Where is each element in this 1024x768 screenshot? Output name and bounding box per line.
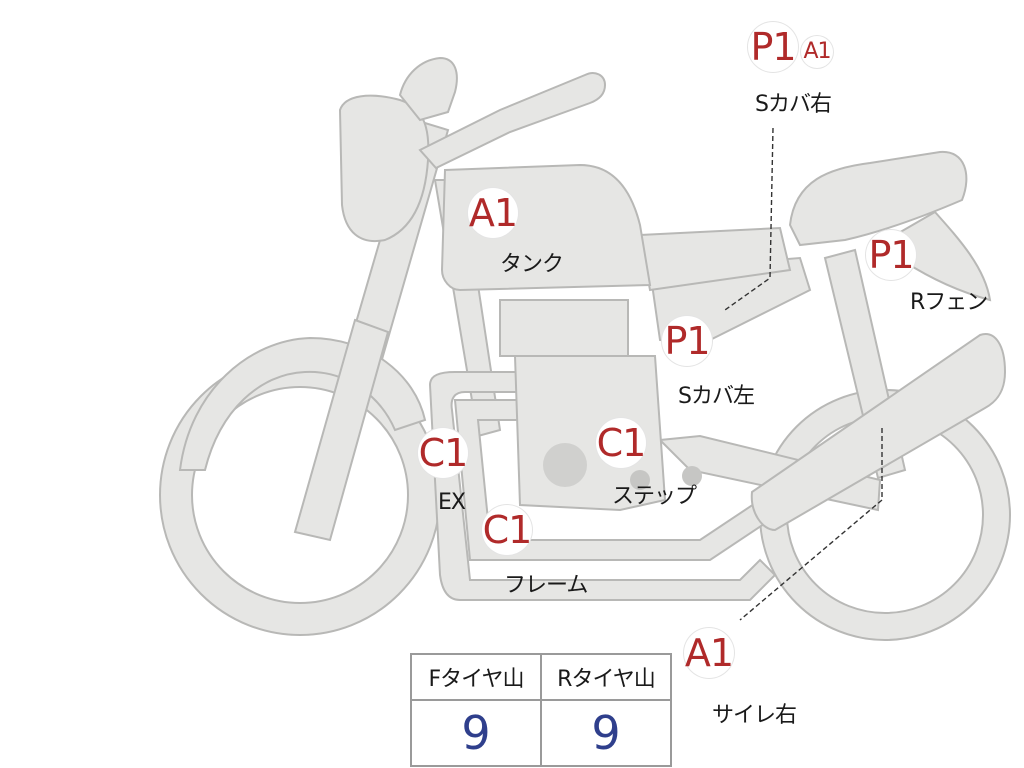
badge-p1-s-cover-right: P1	[748, 22, 798, 72]
seat	[788, 150, 968, 247]
rear-tire-value: 9	[540, 699, 672, 767]
badge-c1-step: C1	[596, 418, 646, 468]
tire-tread-table: Fタイヤ山 Rタイヤ山 9 9	[410, 653, 672, 767]
rear-tire-header: Rタイヤ山	[540, 653, 672, 701]
badge-p1-s-cover-left: P1	[662, 316, 712, 366]
label-s-cover-left: Sカバ左	[678, 384, 755, 409]
label-silencer-right: サイレ右	[712, 703, 797, 728]
front-tire-value: 9	[410, 699, 542, 767]
badge-a1-tank: A1	[468, 188, 518, 238]
engine-head	[499, 299, 629, 357]
leader-line-s-cover-right	[724, 127, 774, 311]
badge-a1-s-cover-right: A1	[801, 36, 833, 68]
headlight	[338, 94, 430, 243]
muffler	[750, 333, 1007, 532]
label-ex: EX	[438, 490, 466, 515]
step-peg-left	[630, 470, 650, 490]
engine-cover	[543, 443, 587, 487]
label-r-fender: Rフェン	[910, 290, 988, 315]
label-tank: タンク	[500, 252, 564, 277]
label-step: ステップ	[612, 484, 697, 509]
label-frame: フレーム	[504, 573, 588, 598]
mirror	[398, 56, 458, 122]
rear-fender	[888, 210, 992, 302]
front-tire-header: Fタイヤ山	[410, 653, 542, 701]
label-s-cover-right: Sカバ右	[755, 92, 832, 117]
fork-lower	[293, 318, 390, 542]
leader-line-silencer-right	[739, 428, 883, 621]
handlebar	[418, 72, 607, 170]
badge-c1-frame: C1	[482, 505, 532, 555]
step-peg-right	[682, 466, 702, 486]
badge-a1-silencer-right: A1	[684, 628, 734, 678]
badge-c1-ex: C1	[418, 428, 468, 478]
exhaust	[428, 371, 777, 601]
badge-p1-r-fender: P1	[866, 230, 916, 280]
